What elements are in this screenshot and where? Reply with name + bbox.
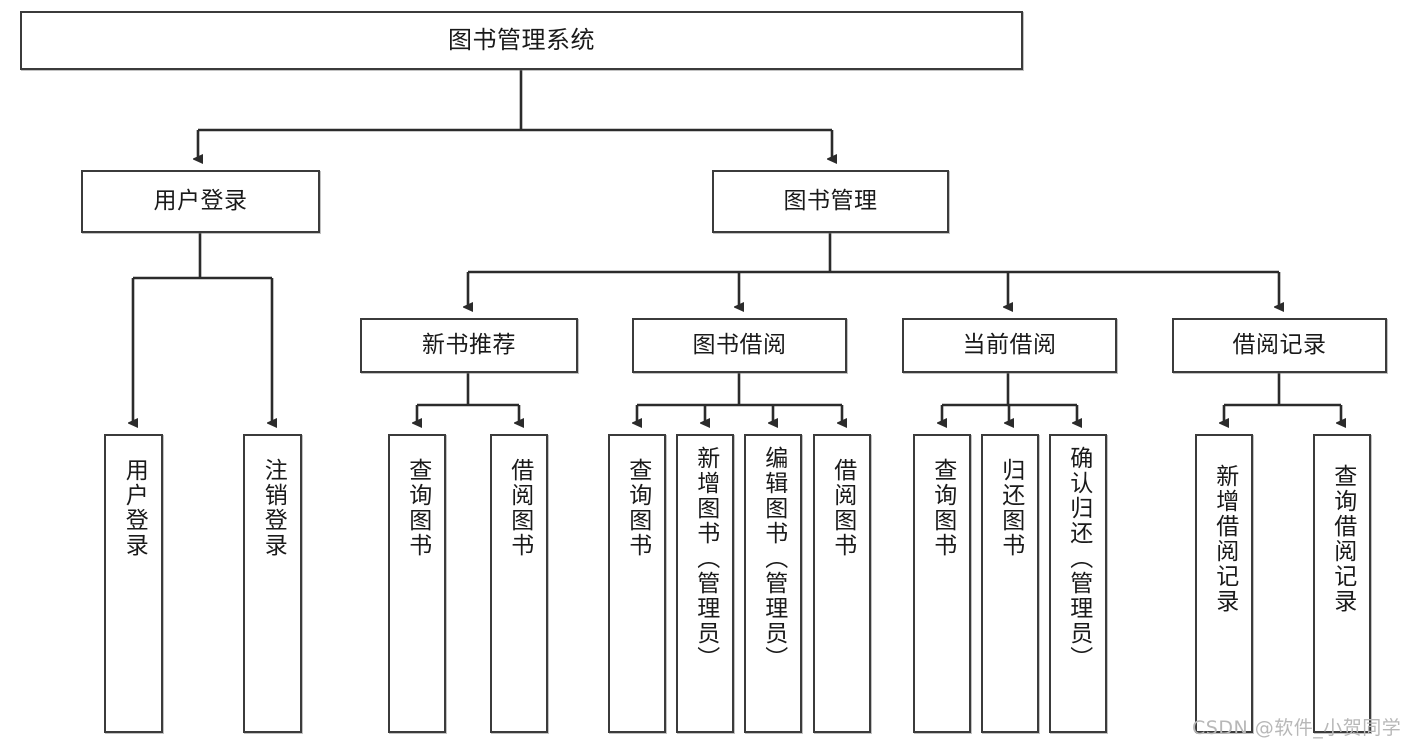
leaf-query-book-3[interactable]: 查询图书 (913, 434, 971, 733)
leaf-borrow-book-2[interactable]: 借阅图书 (813, 434, 871, 733)
leaf-add-record-label: 新增借阅记录 (1211, 464, 1238, 614)
leaf-query-book-2[interactable]: 查询图书 (608, 434, 666, 733)
node-book-borrow-label: 图书借阅 (692, 331, 787, 358)
node-current-borrow[interactable]: 当前借阅 (902, 318, 1117, 373)
node-user-login[interactable]: 用户登录 (81, 170, 320, 233)
node-new-book-recommend[interactable]: 新书推荐 (360, 318, 578, 373)
node-root-label: 图书管理系统 (448, 26, 595, 55)
leaf-query-book-3-label: 查询图书 (929, 458, 956, 558)
leaf-logout-login[interactable]: 注销登录 (243, 434, 302, 733)
leaf-user-login[interactable]: 用户登录 (104, 434, 163, 733)
node-borrow-record-label: 借阅记录 (1232, 331, 1327, 358)
leaf-query-record[interactable]: 查询借阅记录 (1313, 434, 1371, 733)
node-book-borrow[interactable]: 图书借阅 (632, 318, 847, 373)
leaf-logout-login-label: 注销登录 (260, 458, 287, 558)
leaf-borrow-book-1[interactable]: 借阅图书 (490, 434, 548, 733)
leaf-return-book[interactable]: 归还图书 (981, 434, 1039, 733)
leaf-add-book-label: 新增图书（管理员） (692, 446, 719, 671)
node-root[interactable]: 图书管理系统 (20, 11, 1023, 70)
leaf-edit-book-label: 编辑图书（管理员） (760, 446, 787, 671)
leaf-confirm-return[interactable]: 确认归还（管理员） (1049, 434, 1107, 733)
leaf-add-record[interactable]: 新增借阅记录 (1195, 434, 1253, 733)
leaf-borrow-book-2-label: 借阅图书 (829, 458, 856, 558)
leaf-borrow-book-1-label: 借阅图书 (506, 458, 533, 558)
node-user-login-label: 用户登录 (153, 187, 248, 214)
node-borrow-record[interactable]: 借阅记录 (1172, 318, 1387, 373)
leaf-query-record-label: 查询借阅记录 (1329, 464, 1356, 614)
node-book-manage-label: 图书管理 (783, 187, 878, 214)
node-new-book-recommend-label: 新书推荐 (422, 331, 516, 358)
leaf-add-book[interactable]: 新增图书（管理员） (676, 434, 734, 733)
leaf-query-book-1[interactable]: 查询图书 (388, 434, 446, 733)
leaf-return-book-label: 归还图书 (997, 458, 1024, 558)
leaf-query-book-1-label: 查询图书 (404, 458, 431, 558)
leaf-query-book-2-label: 查询图书 (624, 458, 651, 558)
leaf-user-login-label: 用户登录 (121, 458, 148, 558)
leaf-edit-book[interactable]: 编辑图书（管理员） (744, 434, 802, 733)
csdn-watermark: CSDN @软件_小贺同学 (1192, 717, 1402, 739)
node-current-borrow-label: 当前借阅 (962, 331, 1057, 358)
node-book-manage[interactable]: 图书管理 (712, 170, 949, 233)
leaf-confirm-return-label: 确认归还（管理员） (1065, 446, 1092, 671)
